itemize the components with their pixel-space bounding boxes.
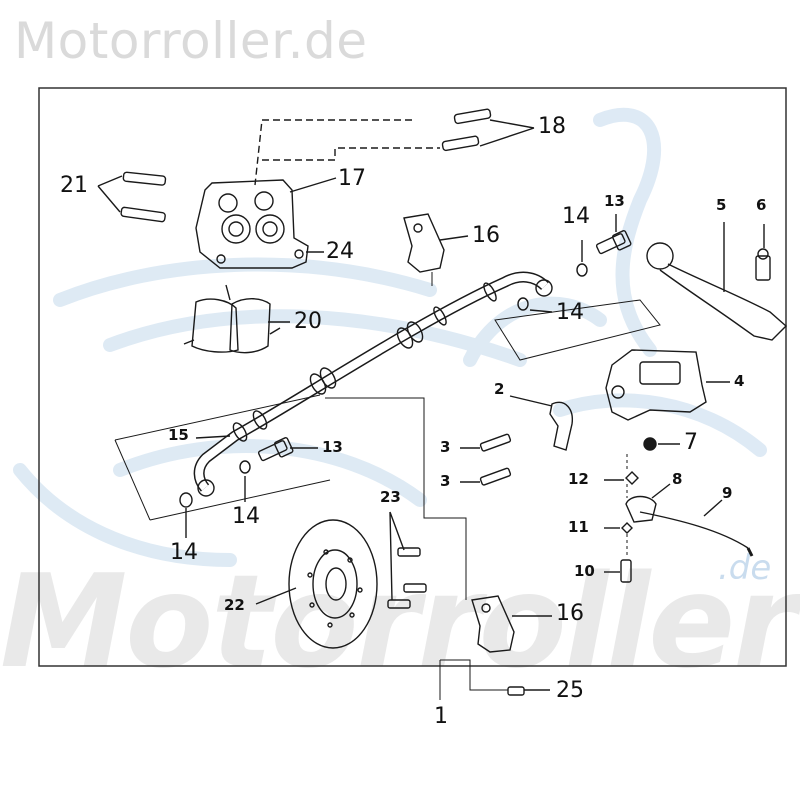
callout-4: 4: [734, 372, 745, 390]
disc-bolt-a: [397, 547, 421, 557]
washer-d: [179, 492, 193, 508]
clamp-screw-upper: [479, 433, 512, 452]
leader-18: [479, 119, 535, 147]
callout-18: 18: [538, 114, 566, 139]
leader-15: [195, 435, 231, 439]
master-cylinder: [605, 349, 707, 421]
washer-b: [517, 297, 529, 311]
callout-23: 23: [380, 488, 401, 506]
bolt-25: [507, 686, 525, 696]
callout-3-lower: 3: [440, 472, 451, 490]
callout-20: 20: [294, 309, 322, 334]
brake-pads: [183, 284, 281, 354]
leader-14b: [529, 309, 553, 313]
callout-24: 24: [326, 239, 354, 264]
leader-21: [97, 175, 123, 213]
caliper-dashed-outline: [254, 119, 440, 186]
leader-22: [255, 587, 297, 605]
master-cylinder-clamp: [549, 401, 573, 451]
leader-17: [289, 177, 337, 193]
callout-13-lower: 13: [322, 438, 343, 456]
lever-pivot-bolt: [755, 248, 771, 281]
washer-11: [621, 522, 633, 534]
callout-2: 2: [494, 380, 505, 398]
disc-bolt-b: [403, 583, 427, 593]
banjo-bolt-upper: [595, 230, 632, 255]
callout-11: 11: [568, 518, 589, 536]
caliper-mount-bolt-b: [441, 135, 480, 152]
callout-7: 7: [684, 430, 698, 455]
watermark-brand: Motorroller: [0, 548, 796, 697]
brake-switch-wire: [639, 511, 749, 549]
watermark-site-name: Motorroller.de: [14, 12, 368, 70]
leader-2: [509, 395, 553, 407]
callout-16-upper: 16: [472, 223, 500, 248]
washer-12: [625, 471, 639, 485]
screw-10: [620, 559, 632, 583]
callout-5: 5: [716, 196, 727, 214]
leader-8: [651, 483, 671, 499]
hose-dashed-outline: [114, 394, 331, 521]
washer-a: [576, 263, 588, 277]
brake-lever: [646, 242, 788, 341]
leader-23: [389, 511, 405, 601]
leader-9: [703, 499, 723, 517]
disc-bolt-c: [387, 599, 411, 609]
callout-8: 8: [672, 470, 683, 488]
brake-caliper: [195, 179, 309, 269]
clamp-screw-lower: [479, 467, 512, 486]
callout-14-bottom: 14: [170, 540, 198, 565]
callout-17: 17: [338, 166, 366, 191]
caliper-bolt-pair: [120, 171, 167, 223]
callout-14-upper: 14: [562, 204, 590, 229]
brake-switch-bracket: [625, 495, 657, 523]
callout-12: 12: [568, 470, 589, 488]
watermark-domain-suffix: .de: [718, 548, 772, 588]
callout-22: 22: [224, 596, 245, 614]
hose-clip-lower: [471, 595, 515, 653]
scooter-watermark-graphic: [13, 107, 767, 567]
callout-3-upper: 3: [440, 438, 451, 456]
callout-16-lower: 16: [556, 601, 584, 626]
callout-1: 1: [434, 704, 448, 729]
caliper-mount-bolt-a: [453, 108, 492, 125]
brake-hose: [193, 271, 553, 497]
callout-6: 6: [756, 196, 767, 214]
diagram-frame: [38, 87, 787, 667]
washer-c: [239, 460, 251, 474]
brake-disc: [288, 519, 378, 649]
callout-25: 25: [556, 678, 584, 703]
callout-13-upper: 13: [604, 192, 625, 210]
callout-15: 15: [168, 426, 189, 444]
callout-14-lower: 14: [232, 504, 260, 529]
callout-21: 21: [60, 173, 88, 198]
callout-10: 10: [574, 562, 595, 580]
hose-clip-upper: [403, 213, 445, 273]
plug-7: [643, 437, 657, 451]
banjo-bolt-lower: [257, 437, 294, 462]
callout-14-mid: 14: [556, 300, 584, 325]
leader-16a: [439, 235, 469, 241]
callout-9: 9: [722, 484, 733, 502]
